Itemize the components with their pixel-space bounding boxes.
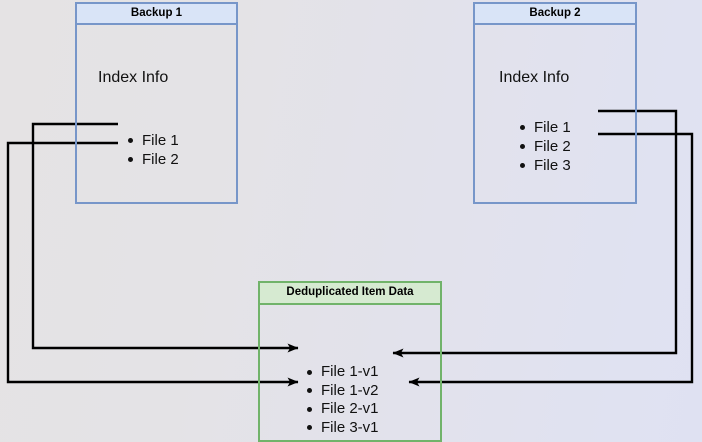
list-item: File 1-v1 bbox=[307, 363, 379, 382]
node-backup-2-header: Backup 2 bbox=[475, 4, 635, 25]
backup-2-file-label: File 2 bbox=[534, 138, 571, 155]
list-item: File 3-v1 bbox=[307, 419, 379, 438]
node-deduplicated-item-data: Deduplicated Item Data File 1-v1 File 1-… bbox=[258, 281, 442, 442]
bullet-icon bbox=[307, 406, 312, 412]
bullet-icon bbox=[520, 144, 525, 149]
backup-2-file-label: File 3 bbox=[534, 157, 571, 174]
node-backup-1-body: Index Info File 1 File 2 bbox=[77, 25, 236, 202]
list-item: File 1 bbox=[128, 131, 179, 150]
list-item: File 3 bbox=[520, 156, 571, 175]
bullet-icon bbox=[307, 369, 312, 375]
node-backup-1: Backup 1 Index Info File 1 File 2 bbox=[75, 2, 238, 204]
backup-2-file-list: File 1 File 2 File 3 bbox=[520, 118, 571, 175]
node-backup-2: Backup 2 Index Info File 1 File 2 File 3 bbox=[473, 2, 637, 204]
dedup-item-label: File 2-v1 bbox=[321, 400, 379, 417]
backup-1-file-list: File 1 File 2 bbox=[128, 131, 179, 169]
list-item: File 1 bbox=[520, 118, 571, 137]
backup-1-file-label: File 1 bbox=[142, 132, 179, 149]
node-backup-2-body: Index Info File 1 File 2 File 3 bbox=[475, 25, 635, 202]
dedup-item-list: File 1-v1 File 1-v2 File 2-v1 File 3-v1 bbox=[307, 363, 379, 437]
dedup-item-label: File 1-v2 bbox=[321, 381, 379, 399]
node-dedup-body: File 1-v1 File 1-v2 File 2-v1 File 3-v1 bbox=[260, 305, 440, 440]
dedup-item-label: File 3-v1 bbox=[321, 418, 379, 436]
list-item: File 2-v1 bbox=[307, 400, 379, 419]
bullet-icon bbox=[307, 388, 312, 394]
backup-1-section-label: Index Info bbox=[98, 69, 169, 86]
bullet-icon bbox=[128, 157, 133, 162]
list-item: File 2 bbox=[128, 150, 179, 169]
dedup-item-label: File 1-v1 bbox=[321, 363, 379, 380]
node-dedup-header: Deduplicated Item Data bbox=[260, 283, 440, 305]
list-item: File 1-v2 bbox=[307, 382, 379, 401]
bullet-icon bbox=[128, 138, 133, 143]
backup-2-file-label: File 1 bbox=[534, 119, 571, 136]
bullet-icon bbox=[520, 163, 525, 168]
backup-1-file-label: File 2 bbox=[142, 151, 179, 168]
bullet-icon bbox=[520, 125, 525, 130]
node-backup-1-header: Backup 1 bbox=[77, 4, 236, 25]
backup-2-section-label: Index Info bbox=[499, 69, 570, 86]
bullet-icon bbox=[307, 425, 312, 431]
list-item: File 2 bbox=[520, 137, 571, 156]
